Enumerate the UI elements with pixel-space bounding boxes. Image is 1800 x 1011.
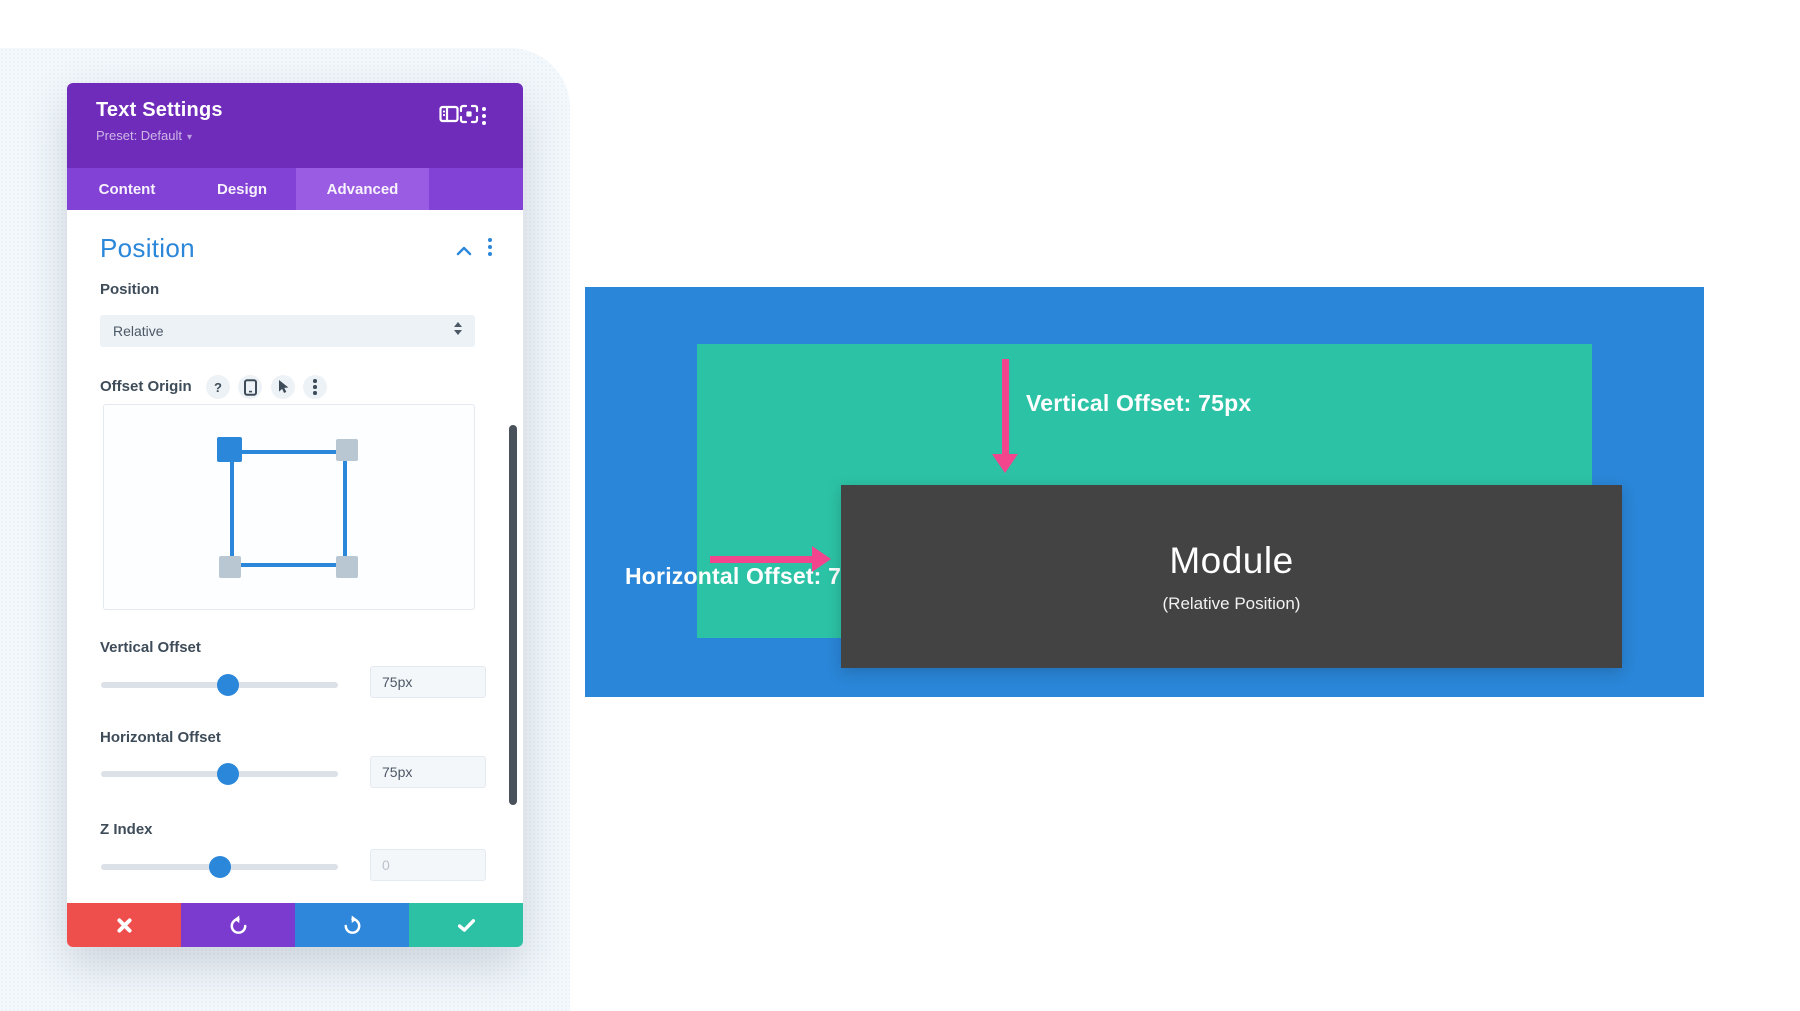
z-index-input[interactable]: [370, 849, 486, 881]
section-menu-icon[interactable]: [487, 238, 493, 256]
check-icon: [457, 918, 475, 932]
module-title: Module: [1169, 539, 1294, 581]
tab-advanced[interactable]: Advanced: [296, 168, 429, 210]
horizontal-offset-slider-thumb[interactable]: [217, 763, 239, 785]
origin-handle-bottom-right[interactable]: [336, 556, 358, 578]
offset-origin-label: Offset Origin: [100, 378, 192, 395]
preview-module: Module (Relative Position): [841, 485, 1622, 668]
collapse-section-icon[interactable]: [456, 243, 472, 256]
tab-design[interactable]: Design: [216, 180, 267, 198]
z-index-label: Z Index: [100, 821, 153, 838]
vertical-offset-label: Vertical Offset: [100, 639, 201, 656]
redo-button[interactable]: [295, 903, 409, 947]
undo-icon: [230, 915, 246, 934]
cancel-button[interactable]: [67, 903, 181, 947]
preset-selector[interactable]: Preset: Default ▾: [96, 128, 192, 143]
split-view-icon[interactable]: [439, 104, 459, 124]
tab-bar: Content Design Advanced: [67, 168, 523, 210]
save-button[interactable]: [409, 903, 523, 947]
help-icon[interactable]: ?: [206, 375, 230, 399]
horizontal-offset-arrowhead-icon: [812, 546, 831, 572]
position-field-label: Position: [100, 281, 160, 298]
undo-button[interactable]: [181, 903, 295, 947]
modal-header: Text Settings Preset: Default ▾: [67, 83, 523, 168]
hover-cursor-icon[interactable]: [271, 375, 295, 399]
horizontal-offset-arrow: [710, 556, 812, 563]
modal-scrollbar[interactable]: [509, 425, 517, 805]
text-settings-modal: Text Settings Preset: Default ▾: [67, 83, 523, 947]
select-stepper-icon: [454, 322, 462, 335]
preset-label: Preset: Default: [96, 128, 182, 143]
vertical-offset-slider-thumb[interactable]: [217, 674, 239, 696]
modal-title: Text Settings: [96, 99, 223, 121]
tab-content[interactable]: Content: [98, 180, 156, 198]
responsive-phone-icon[interactable]: [238, 375, 262, 399]
vertical-offset-annotation: Vertical Offset: 75px: [1026, 390, 1252, 416]
redo-icon: [344, 915, 360, 934]
origin-handle-top-right[interactable]: [336, 439, 358, 461]
horizontal-offset-annotation: Horizontal Offset: 75px: [625, 563, 882, 589]
expand-modal-icon[interactable]: [459, 104, 479, 124]
position-section-title: Position: [100, 233, 195, 263]
position-select[interactable]: Relative: [100, 315, 475, 347]
close-icon: [116, 917, 132, 933]
preview-section-area: Vertical Offset: 75px Horizontal Offset:…: [585, 287, 1704, 697]
z-index-slider-thumb[interactable]: [209, 856, 231, 878]
offset-origin-picker: [103, 404, 475, 610]
horizontal-offset-input[interactable]: [370, 756, 486, 788]
horizontal-offset-label: Horizontal Offset: [100, 729, 221, 746]
modal-footer: [67, 903, 523, 947]
header-menu-icon[interactable]: [481, 107, 487, 127]
caret-down-icon: ▾: [187, 132, 193, 143]
vertical-offset-input[interactable]: [370, 666, 486, 698]
origin-handle-bottom-left[interactable]: [219, 556, 241, 578]
origin-handle-top-left[interactable]: [217, 437, 242, 462]
module-subtitle: (Relative Position): [1162, 593, 1301, 613]
origin-square-outline: [230, 450, 347, 567]
split-view-icon[interactable]: [405, 104, 425, 124]
vertical-offset-arrowhead-icon: [992, 454, 1018, 473]
vertical-offset-arrow: [1002, 359, 1009, 454]
position-select-value: Relative: [113, 323, 164, 339]
offset-origin-menu-icon[interactable]: [303, 375, 327, 399]
